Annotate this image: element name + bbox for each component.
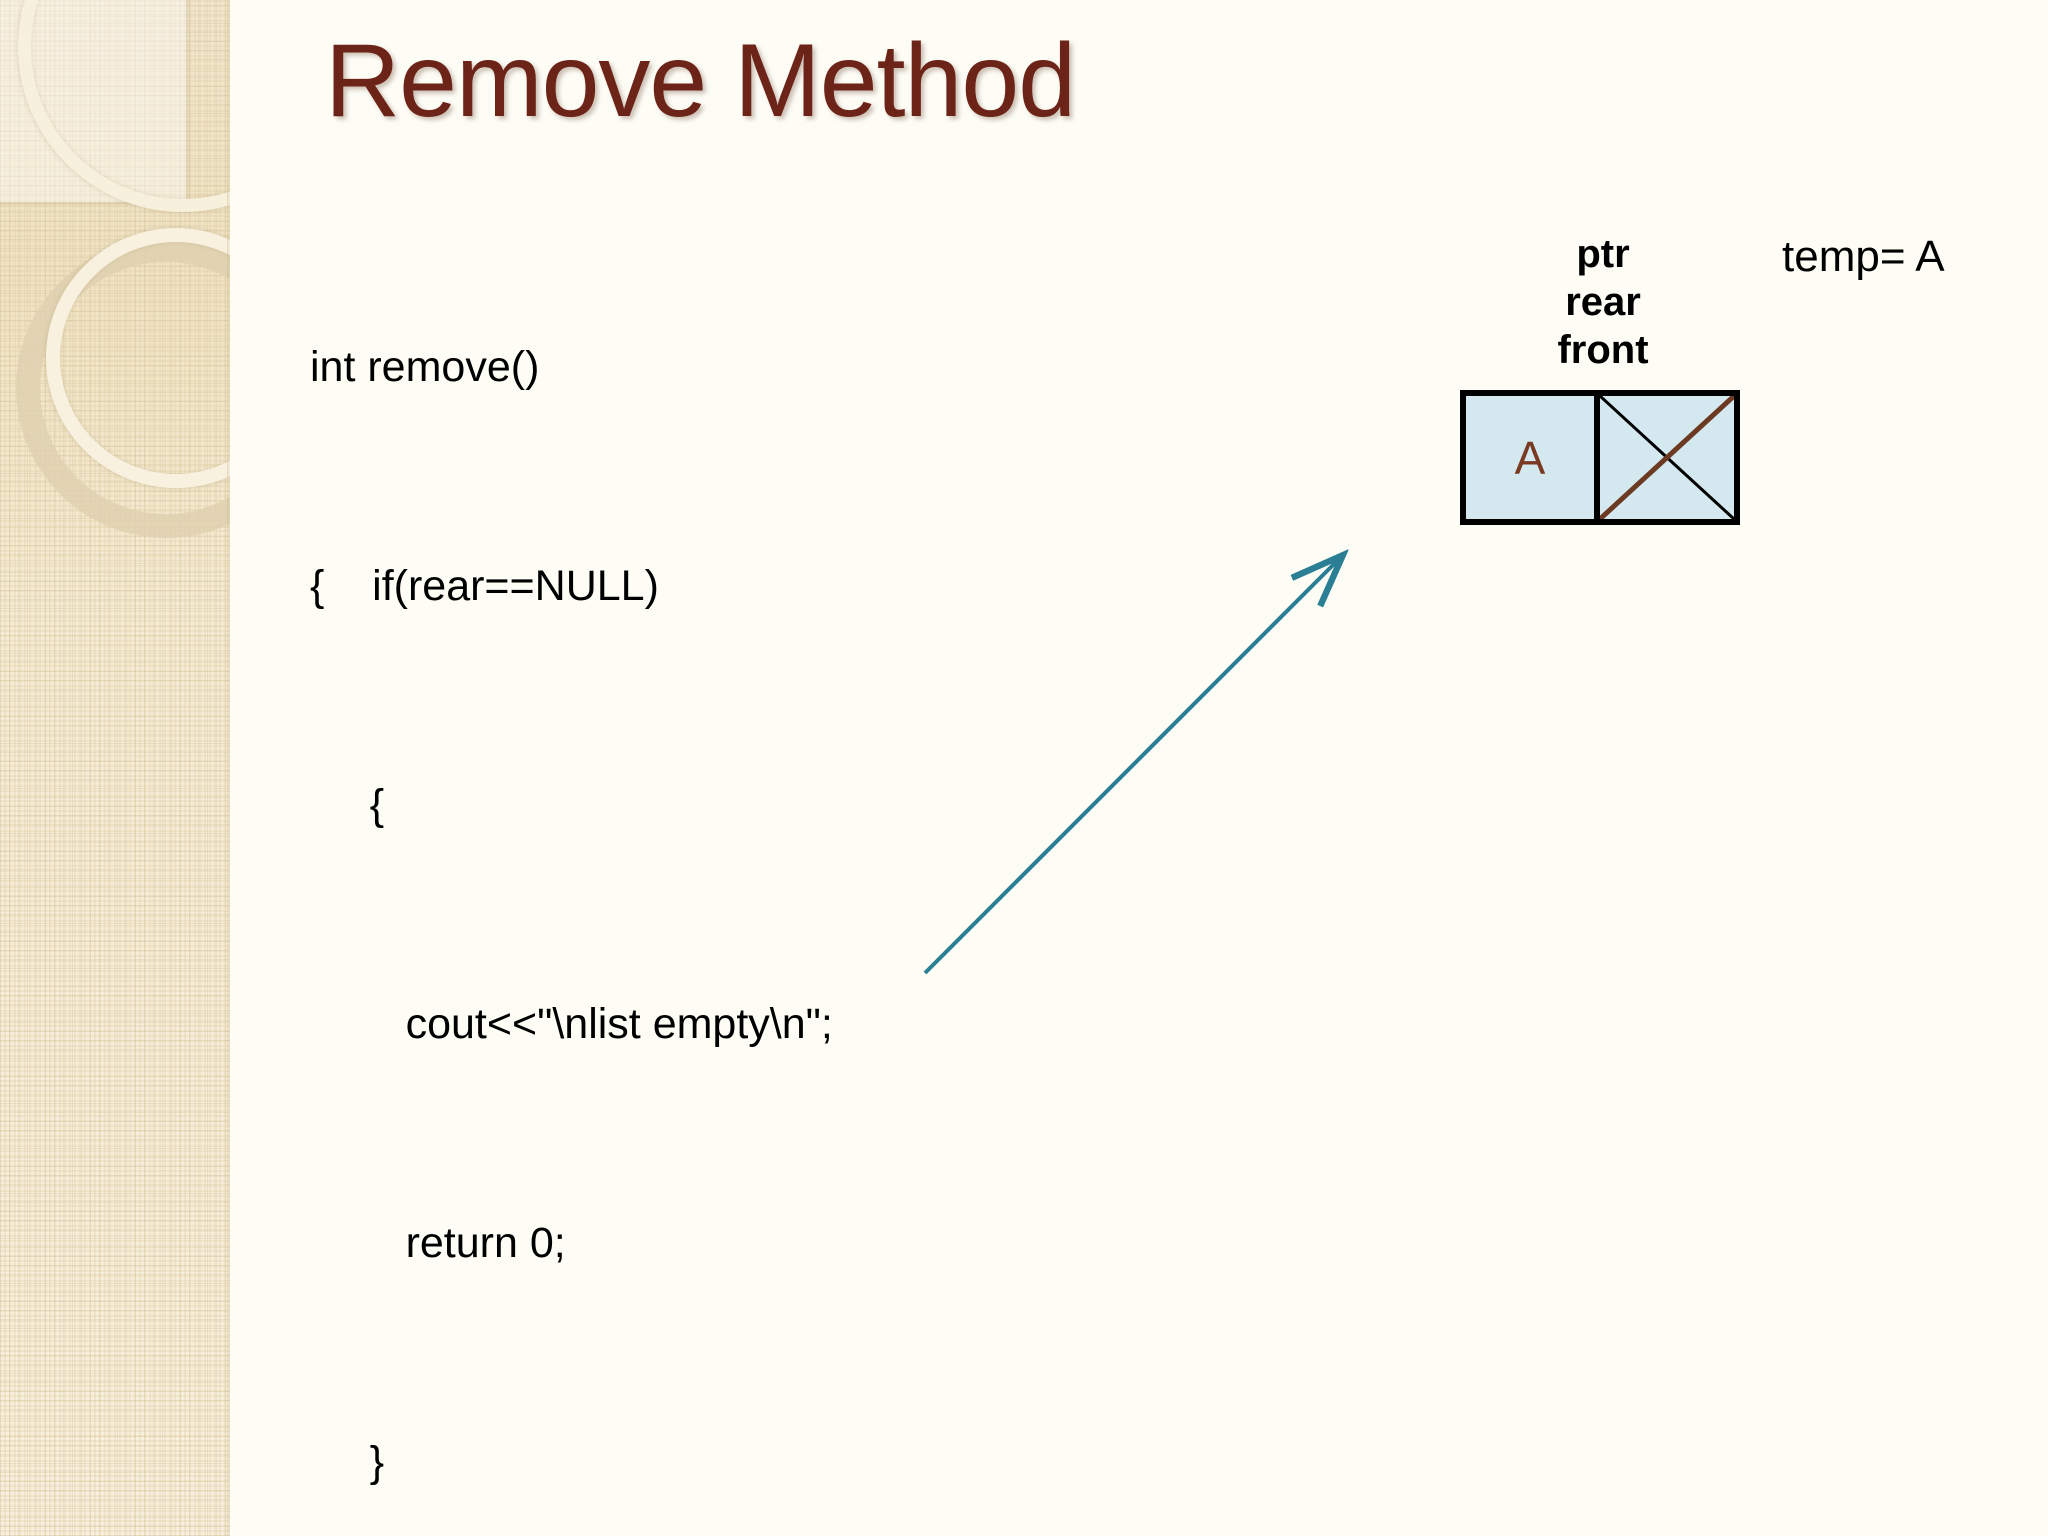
pointer-label-ptr: ptr <box>1576 232 1630 276</box>
temp-assignment-label: temp= A <box>1782 232 1945 281</box>
code-line: int remove() <box>310 343 540 391</box>
code-line: { if(rear==NULL) <box>310 562 659 610</box>
code-block: int remove() { if(rear==NULL) { cout<<"\… <box>310 185 1150 1536</box>
code-line: return 0; <box>310 1219 566 1267</box>
pointer-label-front: front <box>1557 328 1649 372</box>
null-pointer-cross-icon <box>1600 396 1734 519</box>
node-data-cell: A <box>1466 396 1600 519</box>
pointer-labels-group: ptr rear front <box>1508 230 1698 374</box>
page-title: Remove Method <box>325 23 1076 139</box>
code-line: } <box>310 1438 385 1486</box>
pointer-label-rear: rear <box>1565 280 1641 324</box>
code-line: { <box>310 781 385 829</box>
slide-decorative-sidebar <box>0 0 230 1536</box>
code-line: cout<<"\nlist empty\n"; <box>310 1000 833 1048</box>
node-next-cell <box>1600 396 1734 519</box>
node-box: A <box>1460 390 1740 525</box>
sidebar-edge-shadow <box>227 0 230 1536</box>
